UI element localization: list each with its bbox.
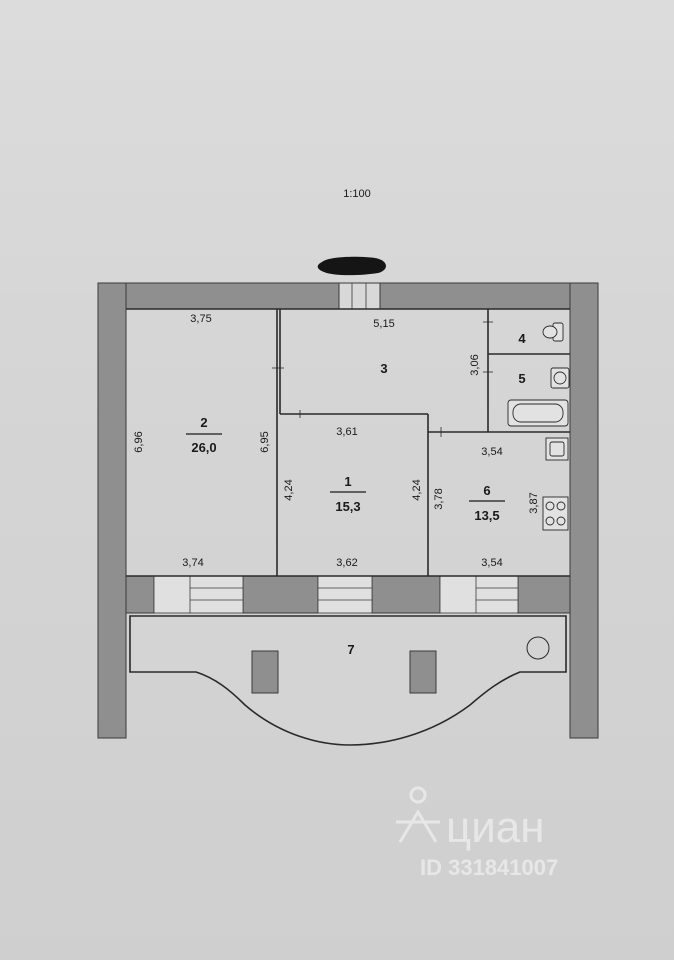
room-area-6: 13,5 (474, 508, 499, 523)
window-3 (439, 575, 519, 614)
room-number-4: 4 (518, 331, 526, 346)
cian-logo-icon (396, 786, 440, 843)
wall-bottom-seg3 (371, 575, 441, 614)
outer-walls (97, 282, 599, 739)
room-number-5: 5 (518, 371, 525, 386)
dim-room2-right: 6,95 (259, 431, 271, 452)
room-number-3: 3 (380, 361, 387, 376)
dim-room3-top: 5,15 (373, 318, 394, 330)
watermark-brand: циан (446, 803, 545, 852)
toilet-icon (542, 322, 564, 342)
dim-room1-left: 4,24 (283, 479, 295, 500)
watermark-id: ID 331841007 (420, 855, 558, 880)
dim-room2-top: 3,75 (190, 313, 211, 325)
room-area-1: 15,3 (335, 499, 360, 514)
washbasin-icon (550, 367, 570, 389)
dim-room1-bottom: 3,62 (336, 557, 357, 569)
dim-room6-top: 3,54 (481, 446, 502, 458)
room-number-1: 1 (344, 474, 351, 489)
room-area-2: 26,0 (191, 440, 216, 455)
wall-right (569, 282, 599, 739)
bathtub-icon (507, 399, 569, 427)
kitchen-sink-icon (545, 437, 569, 461)
balcony-round-element (526, 636, 550, 660)
dim-room3-right: 3,06 (469, 354, 481, 375)
wall-bottom-seg4 (517, 575, 571, 614)
entrance-opening (338, 282, 381, 310)
redaction-mark (317, 256, 386, 276)
door-marks (272, 321, 493, 437)
balcony-column-left (251, 650, 279, 694)
wall-top-right (379, 282, 599, 310)
dim-room6-right: 3,87 (528, 492, 540, 513)
room-number-2: 2 (200, 415, 207, 430)
wall-left (97, 282, 127, 739)
interior-walls (126, 308, 570, 577)
room-number-7: 7 (347, 642, 354, 657)
dim-room6-left: 3,78 (433, 488, 445, 509)
balcony-column-right (409, 650, 437, 694)
dim-room2-bottom: 3,74 (182, 557, 203, 569)
dim-room1-top: 3,61 (336, 426, 357, 438)
windows (153, 575, 519, 614)
window-2 (317, 575, 373, 614)
scale-label: 1:100 (343, 188, 371, 200)
wall-top-left (105, 282, 340, 310)
room-number-6: 6 (483, 483, 490, 498)
window-1 (153, 575, 244, 614)
stove-icon (542, 496, 569, 531)
dim-room2-left: 6,96 (133, 431, 145, 452)
dim-room1-right: 4,24 (411, 479, 423, 500)
wall-bottom-seg2 (242, 575, 319, 614)
wall-bottom-seg1 (125, 575, 155, 614)
cian-watermark: циан ID 331841007 (396, 786, 558, 880)
balcony-outline (129, 615, 567, 746)
dim-room6-bottom: 3,54 (481, 557, 502, 569)
